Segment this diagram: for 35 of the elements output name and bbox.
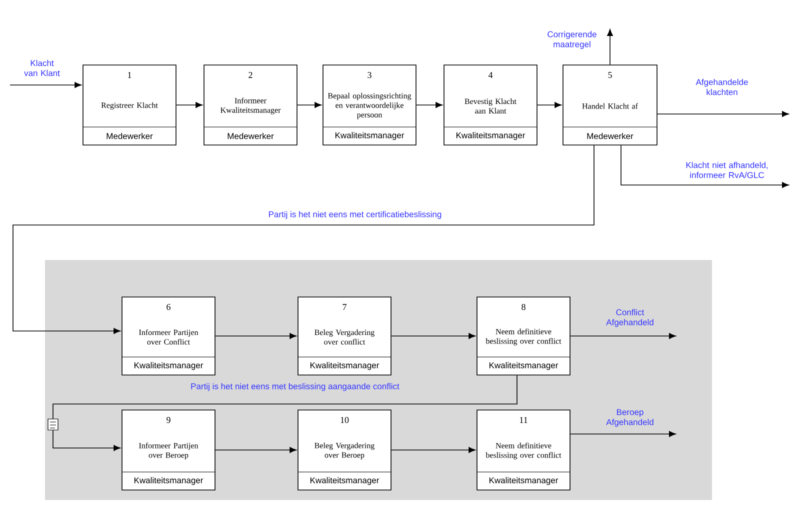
arrow <box>620 145 789 188</box>
edge-label: Beroep Afgehandeld <box>606 409 654 427</box>
process-box: 10 Beleg Vergadering over Beroep Kwaliteitsmanager <box>298 410 392 490</box>
edge-label: Partij is het niet eens met certificatiebeslissing <box>269 211 442 219</box>
arrow <box>215 333 296 339</box>
process-box: 1 Registreer Klacht Medewerker <box>82 64 176 146</box>
arrow <box>10 82 82 88</box>
process-box: 6 Informeer Partijen over Conflict Kwaliteitsmanager <box>122 296 216 376</box>
arrow <box>657 111 789 117</box>
process-box: 2 Informeer Kwaliteitsmanager Medewerker <box>204 64 298 146</box>
process-box: 4 Bevestig Klacht aan Klant Kwaliteitsmanager <box>444 64 538 146</box>
edge-label: Klacht van Klant <box>24 60 60 76</box>
edge-label: Afgehandelde klachten <box>696 78 748 96</box>
edge-label: Corrigerende maatregel <box>548 31 596 49</box>
process-box: 9 Informeer Partijen over Beroep Kwaliteitsmanager <box>122 410 216 490</box>
edge-label: Conflict Afgehandeld <box>606 309 654 327</box>
process-box: 5 Handel Klacht af Medewerker <box>562 64 658 146</box>
arrow <box>537 102 562 108</box>
arrow <box>391 447 476 453</box>
arrow <box>570 333 676 339</box>
arrow <box>297 102 322 108</box>
process-box: 11 Neem definitieve beslissing over conflict Kwaliteitsmanager <box>476 410 570 490</box>
process-box: 7 Beleg Vergadering over conflict Kwaliteitsmanager <box>298 296 392 376</box>
arrow <box>12 145 594 334</box>
arrow <box>416 102 442 108</box>
arrow <box>52 375 518 451</box>
process-box: 8 Neem definitieve beslissing over conflict Kwaliteitsmanager <box>476 296 570 376</box>
arrow <box>215 447 296 453</box>
process-box: 3 Bepaal oplossingsrichting en verantwoordelijke persoon Kwaliteitsmanager <box>322 64 416 146</box>
arrow <box>176 102 202 108</box>
arrow <box>570 431 676 437</box>
arrow <box>391 333 476 339</box>
edge-label: Partij is het niet eens met beslissing aangaande conflict <box>191 383 400 391</box>
edge-label: Klacht niet afhandeld, informeer RvA/GLC <box>686 162 768 178</box>
arrow <box>607 29 613 65</box>
